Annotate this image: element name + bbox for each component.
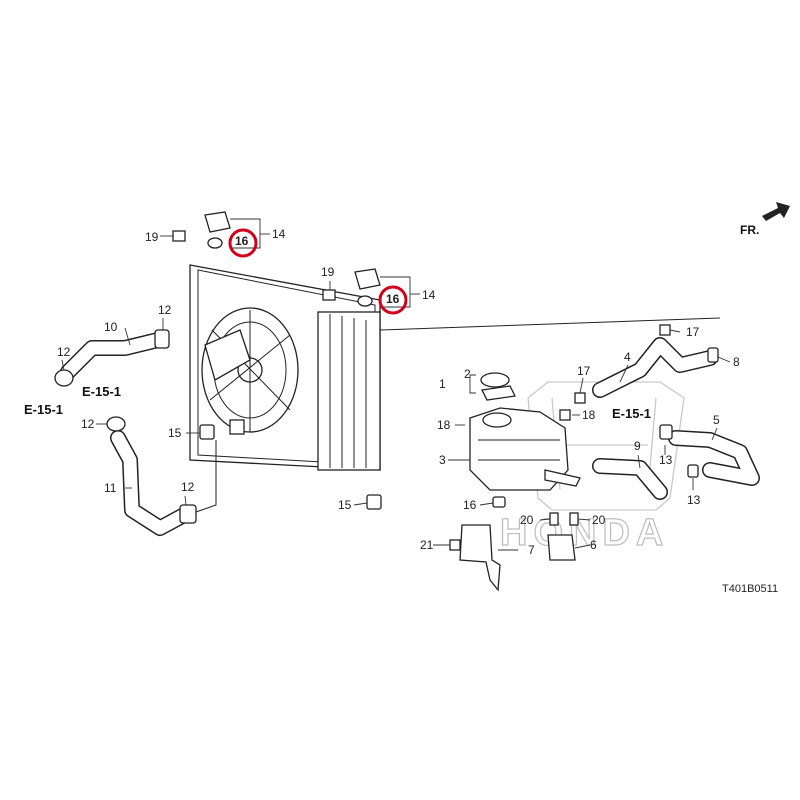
reference-e-15-1: E-15-1 xyxy=(82,384,121,399)
highlight-ring-right xyxy=(378,285,408,315)
diagram-code: T401B0511 xyxy=(722,583,778,595)
callout-13: 13 xyxy=(659,453,673,467)
callout-12: 12 xyxy=(81,417,95,431)
callout-12: 12 xyxy=(57,345,71,359)
lower-radiator-hose xyxy=(106,416,217,536)
callout-4: 4 xyxy=(624,350,631,364)
callout-13: 13 xyxy=(687,493,701,507)
callout-21: 21 xyxy=(420,538,434,552)
callout-18: 18 xyxy=(582,408,596,422)
leader-lines xyxy=(61,318,731,551)
reference-e-15-1: E-15-1 xyxy=(24,402,63,417)
reference-e-15-1: E-15-1 xyxy=(612,406,651,421)
callout-16: 16 xyxy=(235,234,249,248)
front-direction-indicator: FR. xyxy=(740,202,790,237)
callout-5: 5 xyxy=(713,413,720,427)
callout-15: 15 xyxy=(338,498,352,512)
highlight-ring-left xyxy=(228,228,258,258)
hose-9 xyxy=(592,458,668,500)
upper-mount-left xyxy=(160,211,270,249)
callout-11: 11 xyxy=(104,481,117,495)
cross-references: E-15-1 E-15-1 E-15-1 xyxy=(24,384,651,421)
rubber-mounts xyxy=(199,424,382,510)
callout-10: 10 xyxy=(104,320,118,334)
callout-9: 9 xyxy=(634,439,641,453)
callout-15: 15 xyxy=(168,426,182,440)
callout-12: 12 xyxy=(181,480,195,494)
bypass-hose-4 xyxy=(574,324,719,404)
callout-20: 20 xyxy=(592,513,606,527)
callout-labels: 19 16 14 19 16 14 12 10 12 12 12 15 11 1… xyxy=(57,227,740,557)
callout-3: 3 xyxy=(439,453,446,467)
callout-17: 17 xyxy=(577,364,591,378)
callout-17: 17 xyxy=(686,325,700,339)
callout-14: 14 xyxy=(272,227,286,241)
upper-radiator-hose xyxy=(54,329,170,387)
callout-16: 16 xyxy=(463,498,477,512)
callout-1: 1 xyxy=(439,377,446,391)
radiator-assembly xyxy=(189,264,721,471)
callout-14: 14 xyxy=(422,288,436,302)
callout-19: 19 xyxy=(321,265,335,279)
upper-mount-right xyxy=(322,268,420,308)
callout-19: 19 xyxy=(145,230,159,244)
watermark-text: HONDA xyxy=(500,512,669,554)
brackets xyxy=(449,409,579,592)
honda-watermark: HONDA xyxy=(499,381,685,555)
callout-8: 8 xyxy=(733,355,740,369)
callout-20: 20 xyxy=(520,513,534,527)
callout-7: 7 xyxy=(528,543,535,557)
hose-5 xyxy=(659,424,760,486)
callout-12: 12 xyxy=(158,303,172,317)
callout-2: 2 xyxy=(464,367,471,381)
reservoir-tank xyxy=(469,372,581,508)
callout-16: 16 xyxy=(386,292,400,306)
direction-label: FR. xyxy=(740,223,759,237)
callout-6: 6 xyxy=(590,538,597,552)
callout-18: 18 xyxy=(437,418,451,432)
